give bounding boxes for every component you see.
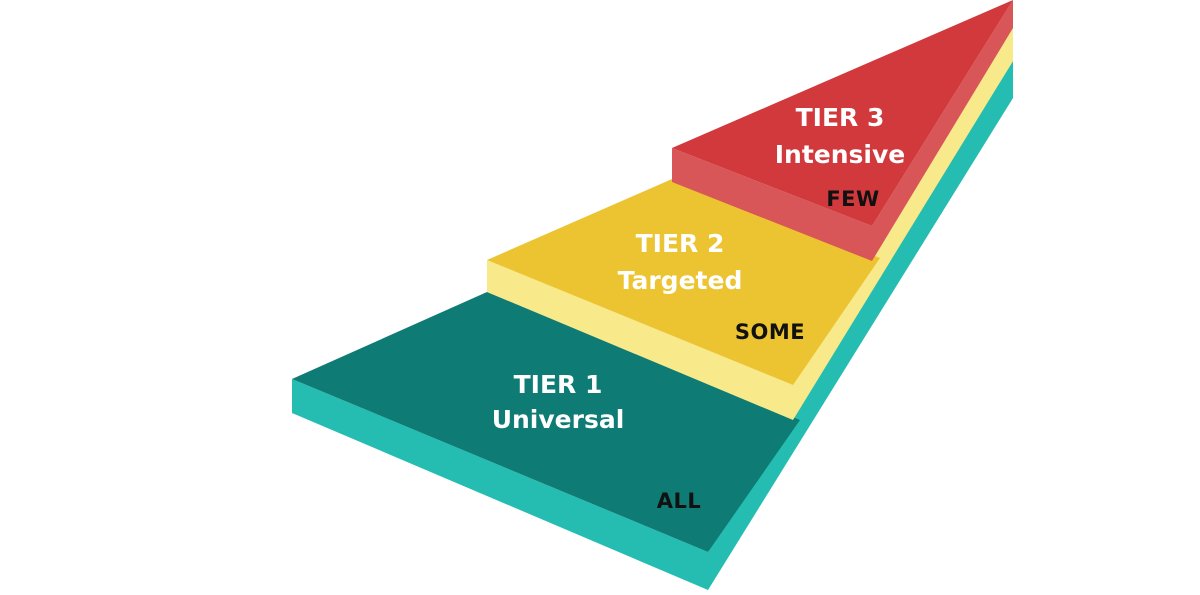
tier-3-slab <box>672 0 1013 261</box>
tier-1-slab <box>292 61 1013 590</box>
tier-2-slab <box>487 28 1013 420</box>
tier-1-side-front <box>292 379 708 590</box>
tier-3-title: TIER 3 <box>796 103 885 132</box>
tier-3-audience: FEW <box>826 187 879 211</box>
tier-1-top <box>292 292 800 552</box>
tier-2-audience: SOME <box>735 320 805 344</box>
tier-1-side-right <box>708 61 1013 590</box>
tier-2-top <box>487 179 880 385</box>
tier-2-side-right <box>793 28 1013 420</box>
tier-1-title: TIER 1 <box>514 370 603 399</box>
tier-2-subtitle: Targeted <box>618 266 743 295</box>
tier-2-title: TIER 2 <box>636 229 725 258</box>
tier-3-side-front <box>672 148 872 261</box>
tier-3-subtitle: Intensive <box>775 140 906 169</box>
tier-1-subtitle: Universal <box>492 405 625 434</box>
tier-2-side-front <box>487 260 793 420</box>
tier-1-audience: ALL <box>657 489 702 513</box>
tier-3-side-right <box>872 0 1013 261</box>
tier-3-top <box>672 0 1013 226</box>
